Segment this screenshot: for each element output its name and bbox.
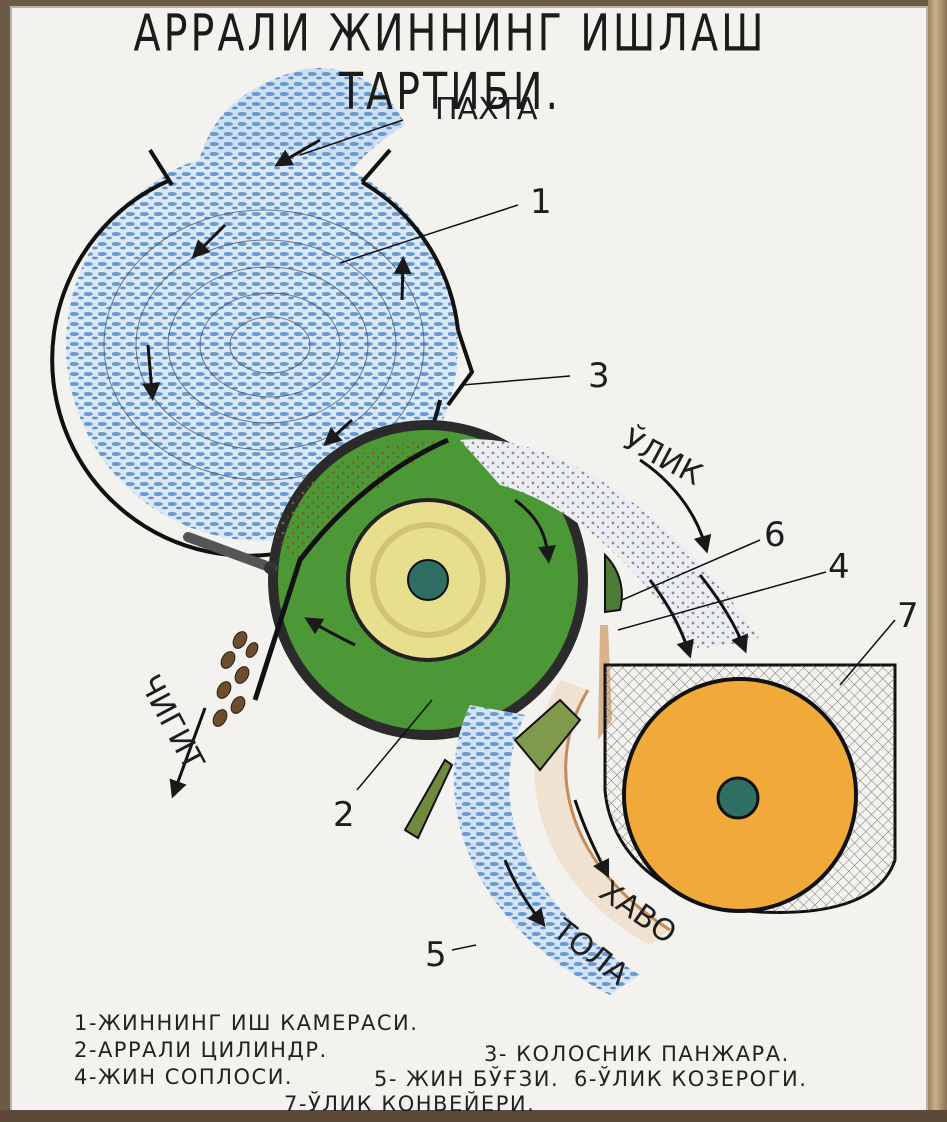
number-6: 6 — [764, 515, 786, 555]
legend-item-2: 2-АРРАЛИ ЦИЛИНДР. — [74, 1037, 328, 1064]
legend-item-1: 1-ЖИННИНГ ИШ КАМЕРАСИ. — [74, 1010, 418, 1037]
trash-conveyor — [605, 665, 895, 913]
legend-item-7: 7-ЎЛИК КОНВЕЙЕРИ. — [284, 1091, 535, 1118]
number-2: 2 — [333, 795, 355, 835]
legend-item-3: 3- КОЛОСНИК ПАНЖАРА. — [484, 1041, 790, 1068]
number-4: 4 — [828, 547, 850, 587]
falling-seeds — [210, 629, 260, 729]
number-5: 5 — [425, 935, 447, 975]
legend-item-6: 6-ЎЛИК КОЗЕРОГИ. — [574, 1066, 807, 1093]
legend-item-4: 4-ЖИН СОПЛОСИ. — [74, 1064, 293, 1091]
number-3: 3 — [588, 356, 610, 396]
number-1: 1 — [530, 182, 552, 222]
label-pakhta: ПАХТА — [435, 92, 537, 127]
legend-item-5: 5- ЖИН БЎҒЗИ. — [374, 1066, 559, 1093]
trash-visor — [605, 555, 622, 612]
number-7: 7 — [897, 596, 919, 636]
